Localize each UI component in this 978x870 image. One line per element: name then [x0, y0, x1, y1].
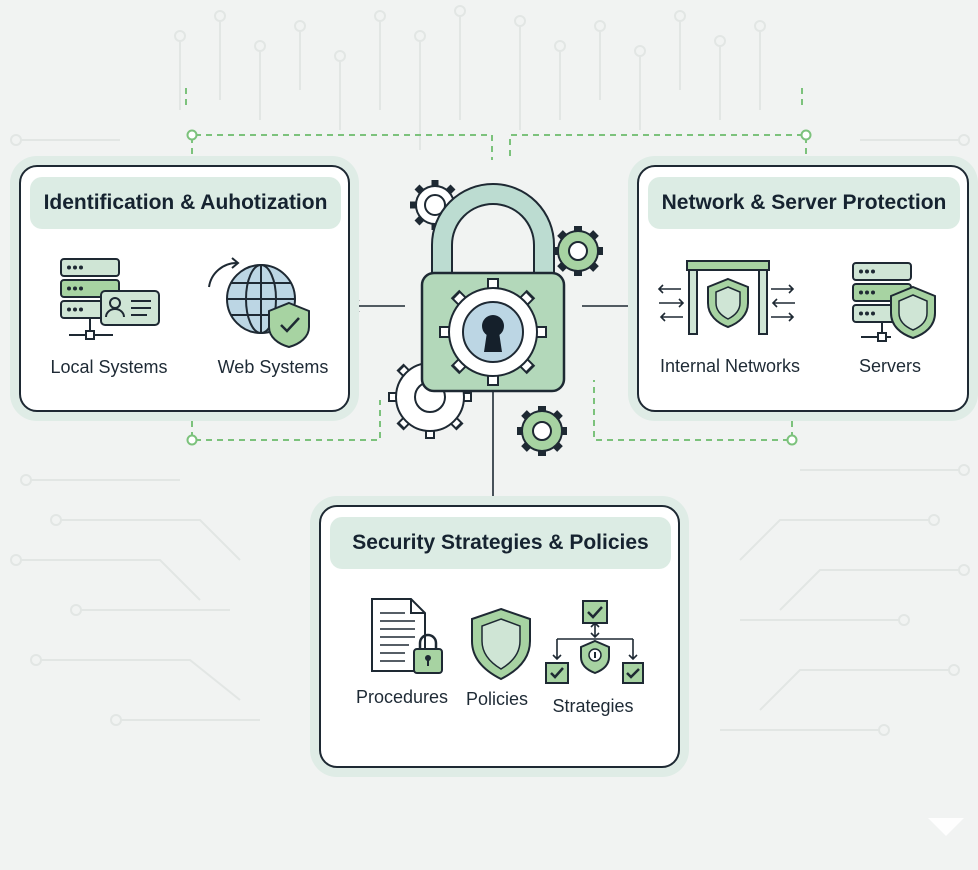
flowchart-checks-icon	[543, 599, 647, 691]
panel-title: Identification & Auhotization	[30, 177, 341, 229]
server-shield-icon	[851, 261, 941, 347]
item-label-policies: Policies	[465, 689, 529, 709]
gateway-shield-icon	[657, 259, 797, 339]
item-label-servers: Servers	[858, 356, 921, 376]
item-label-procedures: Procedures	[355, 687, 449, 707]
panel-title: Security Strategies & Policies	[330, 517, 671, 569]
gear-icon	[553, 226, 603, 276]
item-label-local-systems: Local Systems	[50, 357, 168, 377]
gear-icon	[517, 406, 567, 456]
globe-shield-icon	[201, 255, 313, 349]
panel-title: Network & Server Protection	[648, 177, 960, 229]
item-label-internal-networks: Internal Networks	[659, 356, 801, 376]
panel-identification: Identification & Auhotization Local Syst…	[19, 165, 350, 412]
padlock-gear-icon	[380, 175, 610, 470]
server-id-card-icon	[59, 257, 165, 345]
panel-security: Security Strategies & Policies Procedure…	[319, 505, 680, 768]
item-label-web-systems: Web Systems	[217, 357, 329, 377]
document-lock-icon	[369, 597, 449, 681]
shield-icon	[469, 607, 533, 681]
item-label-strategies: Strategies	[552, 696, 634, 716]
panel-network: Network & Server Protection Internal Net…	[637, 165, 969, 412]
